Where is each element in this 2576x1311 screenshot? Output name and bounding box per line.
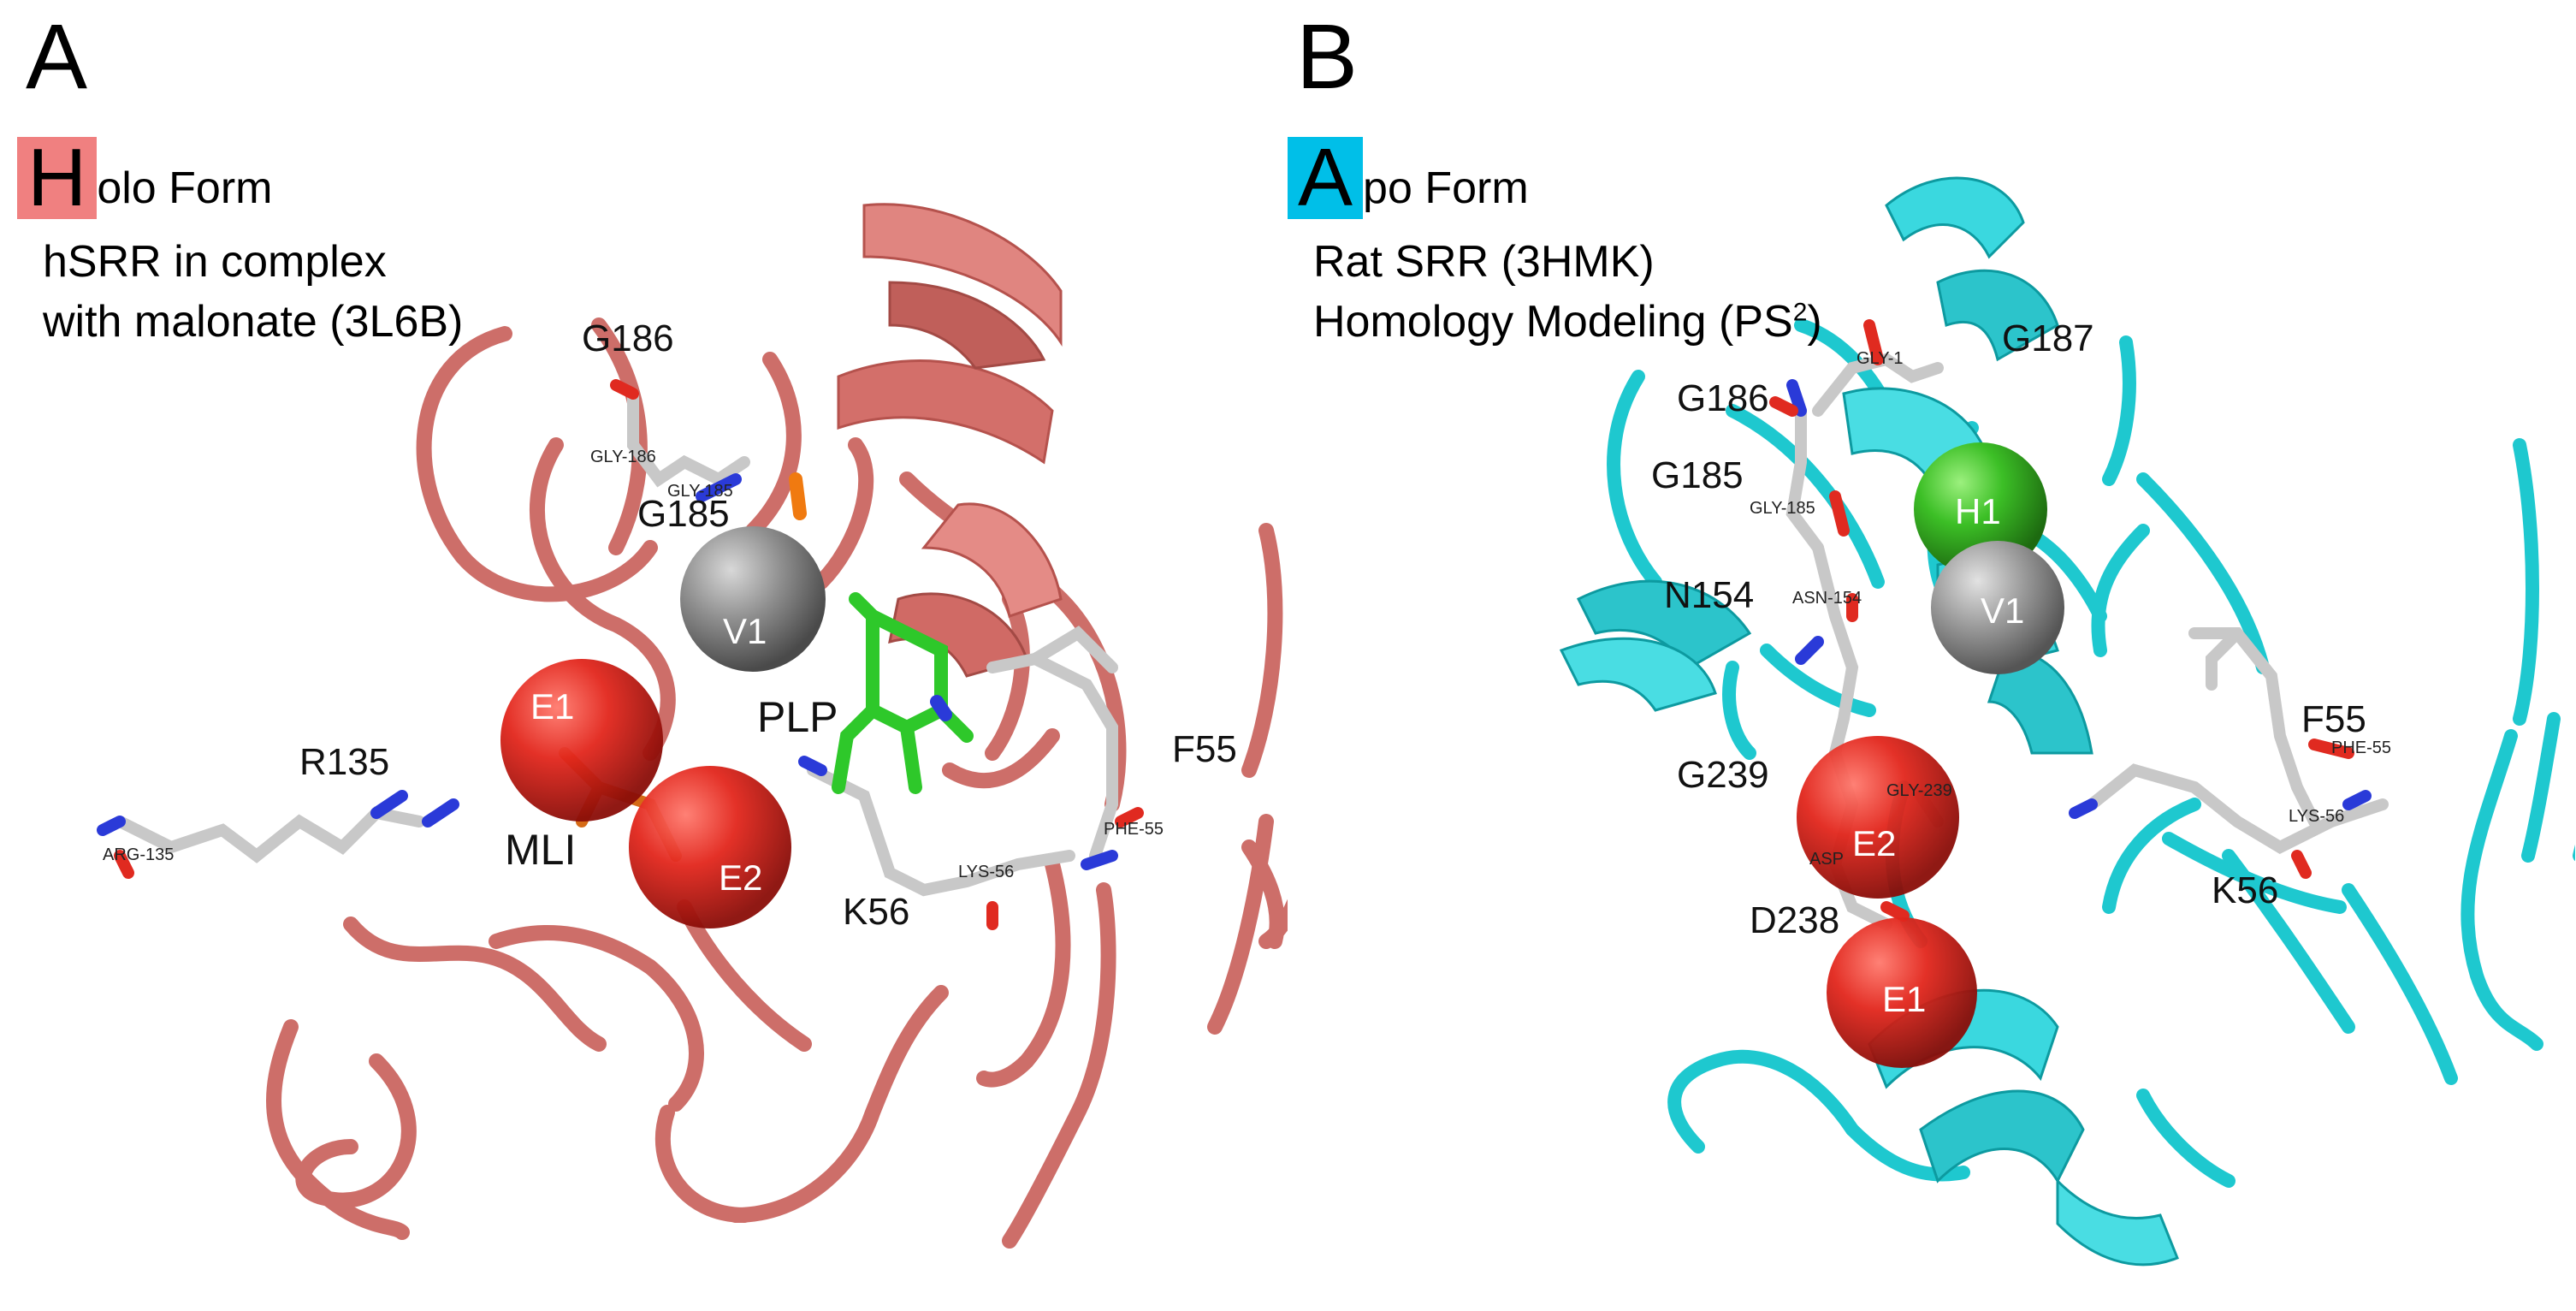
label-f55: F55: [1172, 728, 1237, 770]
label-g187: G187: [2002, 317, 2094, 359]
panel-holo-form: V1 E1 E2 G186 G185 R135 MLI PLP F55 K56 …: [17, 4, 1288, 1249]
plp-nitrogen: [930, 695, 952, 721]
sphere-e1: [1827, 917, 1977, 1068]
sphere-label-v1: V1: [723, 611, 767, 651]
apo-desc-line1: Rat SRR (3HMK): [1313, 237, 1655, 287]
holo-form-initial: H: [17, 137, 98, 219]
small-label-lys56: LYS-56: [2289, 807, 2344, 826]
small-label-phe55: PHE-55: [1104, 820, 1164, 839]
sphere-v1: [1931, 541, 2064, 674]
small-label-gly186: GLY-186: [590, 448, 656, 466]
sphere-h1: [1914, 442, 2047, 576]
holo-residue-sticks: [97, 379, 1144, 930]
label-mli: MLI: [505, 826, 576, 874]
small-label-asp238: ASP: [1809, 850, 1844, 869]
panel-letter-a: A: [26, 4, 88, 108]
label-plp: PLP: [757, 693, 838, 741]
label-g185: G185: [1651, 454, 1744, 496]
label-k56: K56: [2212, 869, 2278, 911]
label-g239: G239: [1677, 754, 1769, 796]
apo-desc-line2: Homology Modeling (PS2): [1313, 300, 1822, 344]
label-n154: N154: [1664, 574, 1754, 616]
sphere-label-e1: E1: [1882, 979, 1926, 1019]
sphere-v1: [680, 526, 826, 672]
label-d238: D238: [1750, 899, 1839, 941]
small-label-lys56: LYS-56: [958, 863, 1014, 881]
small-label-gly185: GLY-185: [667, 482, 733, 501]
apo-form-initial: A: [1288, 137, 1364, 219]
holo-structure-render: V1 E1 E2 G186 G185 R135 MLI PLP F55 K56 …: [97, 203, 1288, 1249]
panel-apo-form: H1 V1 E2 E1 G187 G186 G185 N154 G239 D23…: [1288, 0, 2575, 1311]
label-g186: G186: [582, 317, 674, 359]
sphere-label-e2: E2: [719, 857, 762, 898]
panel-letter-b: B: [1296, 4, 1359, 108]
holo-helix: [837, 203, 1063, 678]
holo-form-rest: olo Form: [97, 163, 273, 213]
plp-oxygen: [789, 472, 807, 520]
apo-form-rest: po Form: [1363, 163, 1529, 213]
sphere-label-v1: V1: [1981, 590, 2024, 631]
sphere-e1: [500, 659, 663, 822]
label-f55: F55: [2301, 698, 2366, 740]
apo-desc-line2-close: ): [1807, 297, 1822, 347]
label-r135: R135: [299, 741, 389, 783]
small-label-gly187: GLY-1: [1856, 349, 1903, 368]
small-label-arg135: ARG-135: [103, 845, 174, 864]
apo-structure-render: H1 V1 E2 E1 G187 G186 G185 N154 G239 D23…: [1559, 176, 2575, 1267]
sphere-label-e2: E2: [1852, 823, 1896, 863]
small-label-asn154: ASN-154: [1792, 589, 1862, 608]
label-k56: K56: [843, 891, 909, 933]
sphere-label-h1: H1: [1955, 491, 2001, 531]
apo-form-title: A po Form: [1288, 137, 1529, 219]
apo-desc-line2-text: Homology Modeling (PS: [1313, 297, 1793, 347]
small-label-phe55: PHE-55: [2331, 739, 2391, 757]
holo-form-title: H olo Form: [17, 137, 272, 219]
sphere-e2: [1797, 736, 1959, 899]
apo-ribbon: [1607, 318, 2575, 1188]
holo-ribbon: [266, 317, 1288, 1249]
label-g185: G185: [637, 493, 730, 535]
apo-desc-line2-superscript: 2: [1792, 298, 1808, 327]
sphere-e2: [629, 766, 791, 928]
sphere-label-e1: E1: [530, 686, 574, 727]
label-g186: G186: [1677, 377, 1769, 419]
small-label-gly185: GLY-185: [1750, 499, 1815, 518]
holo-desc-line2: with malonate (3L6B): [43, 297, 464, 347]
small-label-gly239: GLY-239: [1886, 781, 1952, 800]
holo-desc-line1: hSRR in complex: [43, 237, 387, 287]
